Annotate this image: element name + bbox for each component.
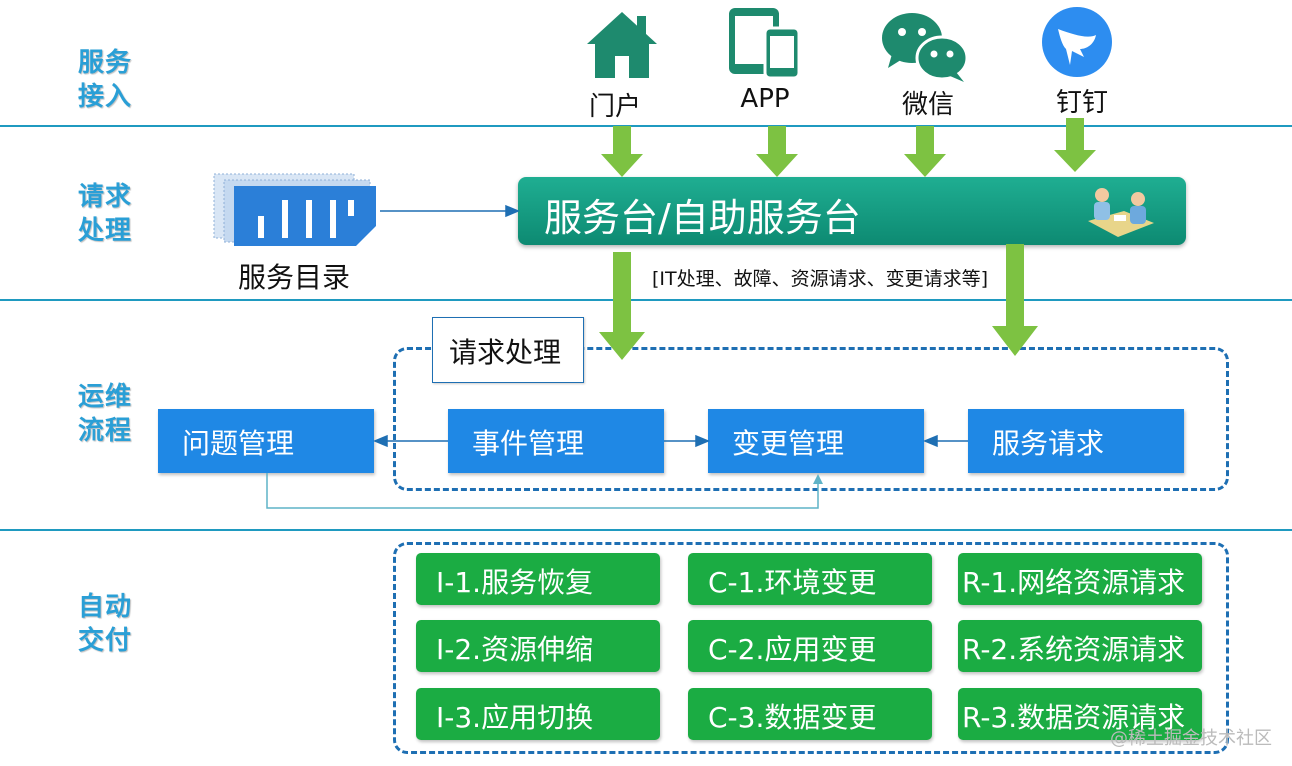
row-title-line: 服务: [78, 48, 133, 78]
channel-label-portal: 门户: [588, 92, 641, 122]
service-request-box: 服务请求: [968, 409, 1184, 473]
channel-label-dingtalk: 钉钉: [1055, 88, 1108, 118]
dingtalk-icon: [1042, 7, 1112, 77]
problem-management-box: 问题管理: [158, 409, 374, 473]
delivery-item: R-1.网络资源请求: [958, 553, 1202, 605]
channel-label-wechat: 微信: [901, 90, 954, 120]
wechat-icon: [882, 13, 968, 82]
delivery-item: I-1.服务恢复: [416, 553, 660, 605]
row-divider: [0, 299, 1292, 301]
row-title-access: 服务 接入: [78, 46, 148, 114]
desk-to-process-arrow: [599, 252, 645, 360]
catalog-label: 服务目录: [238, 261, 351, 294]
delivery-item-label: C-3.数据变更: [708, 701, 877, 734]
row-title-line: 接入: [78, 82, 133, 112]
process-label: 问题管理: [182, 427, 295, 460]
row-title-line: 交付: [78, 626, 133, 656]
row-title-line: 处理: [78, 216, 133, 246]
delivery-item-label: R-2.系统资源请求: [962, 633, 1186, 666]
channel-arrow: [756, 126, 798, 177]
delivery-item-label: C-2.应用变更: [708, 633, 877, 666]
row-title-ops: 运维 流程: [78, 380, 148, 448]
auto-delivery-container: [393, 542, 1229, 754]
delivery-item-label: I-1.服务恢复: [436, 566, 594, 599]
delivery-item: C-2.应用变更: [688, 620, 932, 672]
request-types-note: [IT处理、故障、资源请求、变更请求等]: [652, 268, 989, 290]
delivery-item-label: I-2.资源伸缩: [436, 633, 594, 666]
delivery-item: C-1.环境变更: [688, 553, 932, 605]
row-title-delivery: 自动 交付: [78, 590, 148, 658]
delivery-item: R-2.系统资源请求: [958, 620, 1202, 672]
delivery-item-label: C-1.环境变更: [708, 566, 877, 599]
catalog-icon: [213, 173, 376, 246]
process-label: 事件管理: [472, 427, 585, 460]
channel-arrow: [904, 126, 946, 177]
delivery-item: R-3.数据资源请求: [958, 688, 1202, 740]
request-processing-tab: 请求处理: [432, 317, 584, 383]
service-desk-label: 服务台/自助服务台: [544, 196, 861, 240]
watermark: @稀土掘金技术社区: [1110, 728, 1272, 749]
row-title-line: 请求: [78, 182, 133, 212]
channel-label-app: APP: [740, 84, 790, 114]
delivery-item: C-3.数据变更: [688, 688, 932, 740]
incident-management-box: 事件管理: [448, 409, 664, 473]
mobile-devices-icon: [729, 8, 801, 80]
row-title-request: 请求 处理: [78, 180, 148, 248]
delivery-item: I-2.资源伸缩: [416, 620, 660, 672]
channel-arrow: [601, 126, 643, 177]
request-processing-label: 请求处理: [449, 336, 562, 369]
delivery-item-label: I-3.应用切换: [436, 701, 594, 734]
row-title-line: 自动: [78, 592, 133, 622]
row-divider: [0, 529, 1292, 531]
house-icon: [587, 12, 657, 78]
row-title-line: 流程: [78, 416, 133, 446]
change-management-box: 变更管理: [708, 409, 924, 473]
delivery-item-label: R-1.网络资源请求: [962, 566, 1186, 599]
delivery-item: I-3.应用切换: [416, 688, 660, 740]
service-desk-bar: 服务台/自助服务台: [518, 177, 1186, 245]
process-label: 服务请求: [992, 427, 1105, 460]
service-staff-icon: [1088, 188, 1154, 237]
process-label: 变更管理: [732, 427, 845, 460]
row-divider: [0, 125, 1292, 127]
delivery-item-label: R-3.数据资源请求: [962, 701, 1186, 734]
row-title-line: 运维: [78, 382, 133, 412]
